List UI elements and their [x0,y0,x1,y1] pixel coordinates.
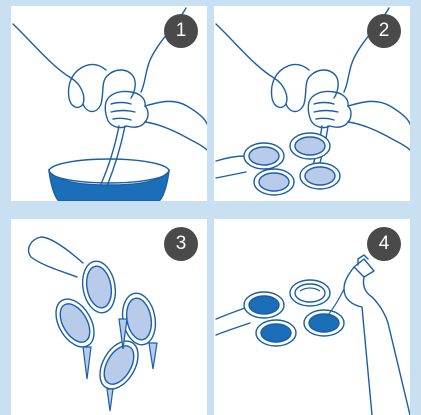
arm [145,101,207,124]
tray-handle [216,307,250,335]
step-2-panel: 2 [214,6,410,201]
step-number-badge: 4 [367,227,401,261]
tray-handle [29,237,83,277]
step-1-panel: 1 [11,6,207,201]
left-hand-outline [13,24,106,107]
drip [83,347,91,379]
drip [107,389,113,411]
fist [308,91,351,127]
bottle [354,259,374,277]
step-number-badge: 2 [367,14,401,48]
step-number-badge: 1 [164,14,198,48]
bowl-body [49,171,169,201]
spatula [101,126,125,186]
step-3-panel: 3 [11,219,207,415]
step-4-panel: 4 [214,219,410,415]
fist [105,91,148,127]
finger-outline [83,70,135,112]
tray-handle [216,156,246,178]
drip [149,343,157,369]
step-number-badge: 3 [164,227,198,261]
